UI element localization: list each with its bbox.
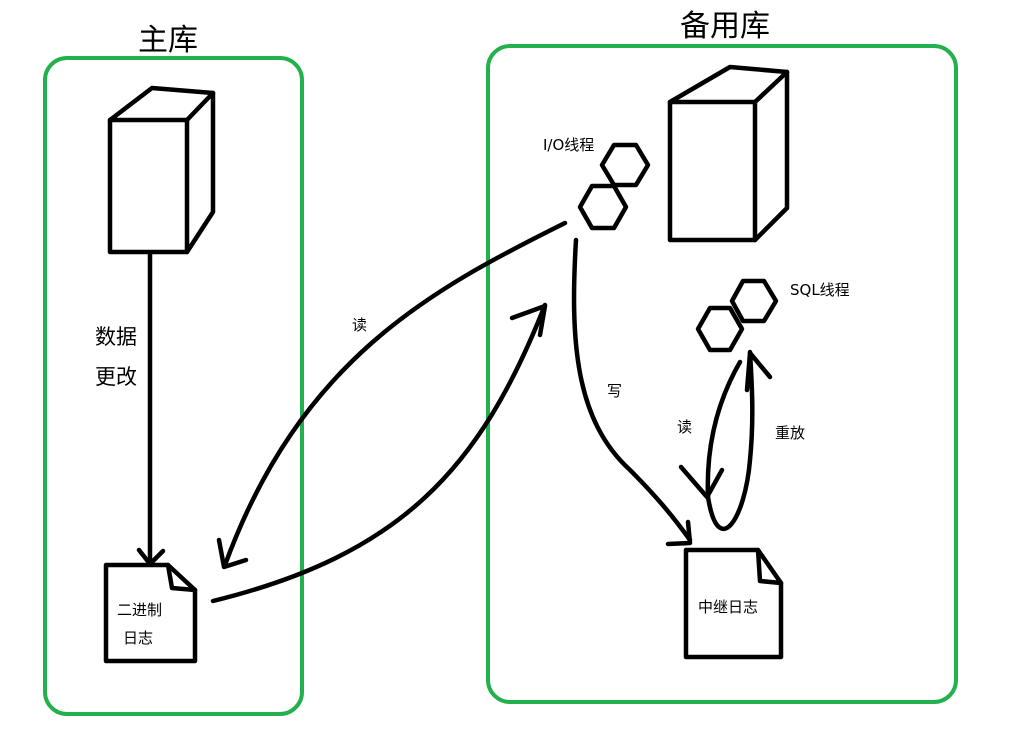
data-change-label-line2: 更改 [95,365,137,389]
read-binlog-arrow [216,220,568,570]
relay-log-label: 中继日志 [698,598,758,616]
data-change-arrow [136,251,166,567]
write-relay-label: 写 [607,382,622,400]
sql-thread-icon [695,278,779,353]
master-title: 主库 [138,23,198,58]
read-binlog-label: 读 [352,316,367,334]
write-relay-arrow [571,237,693,547]
replay-label: 重放 [775,424,805,442]
binlog-document-icon [103,562,198,664]
io-thread-label: I/O线程 [543,136,594,154]
io-thread-icon [577,142,651,231]
replay-arrow [705,349,773,532]
data-change-label-line1: 数据 [95,325,137,349]
read-relay-label: 读 [677,418,692,436]
sql-thread-label: SQL线程 [790,281,850,299]
replica-server-icon [667,64,790,243]
binlog-to-io-thread-arrow [210,302,548,604]
binlog-label-line2: 日志 [123,629,153,647]
relay-log-document-icon [683,547,784,660]
replica-container [486,44,958,704]
binlog-label-line1: 二进制 [117,601,162,619]
master-server-icon [107,85,216,255]
replica-title: 备用库 [680,9,770,44]
master-container [43,56,304,716]
